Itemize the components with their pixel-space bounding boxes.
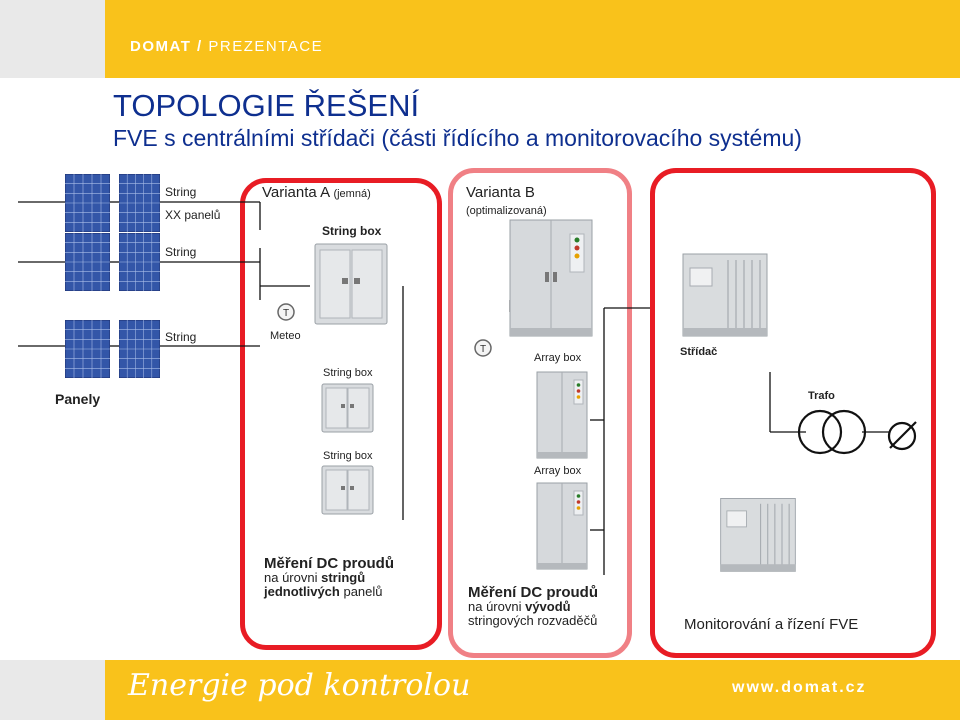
brand-section: PREZENTACE: [208, 38, 324, 55]
string-box-icon: [321, 383, 374, 433]
grid-meter-icon: [887, 421, 917, 451]
xx-panels-label: XX panelů: [165, 208, 221, 222]
solar-panel-icon: [65, 174, 110, 232]
variant-a-note: (jemná): [333, 188, 371, 200]
variant-a-frame: [240, 178, 442, 650]
caption-title: Měření DC proudů: [468, 584, 598, 601]
string-box-icon: [314, 243, 388, 325]
inverter-label: Střídač: [680, 346, 718, 358]
inverter-icon: [682, 253, 768, 337]
brand-name: DOMAT: [130, 38, 192, 55]
solar-panel-icon: [65, 233, 110, 291]
caption-emphasis: vývodů: [525, 599, 571, 614]
caption-emphasis: jednotlivých: [264, 584, 340, 599]
variant-b-label: Varianta B: [466, 184, 535, 201]
variant-b-frame: [448, 168, 632, 658]
array-box-cabinet-icon: [509, 219, 593, 337]
monitoring-frame: [650, 168, 936, 658]
solar-panel-icon: [119, 320, 160, 378]
caption-text: na úrovni: [468, 599, 526, 614]
header-brand: DOMAT / PREZENTACE: [130, 38, 323, 55]
solar-panel-icon: [119, 174, 160, 232]
temperature-symbol: T: [480, 344, 486, 355]
caption-text: panelů: [339, 584, 383, 599]
variant-b-note: (optimalizovaná): [466, 205, 547, 217]
string-label: String: [165, 245, 197, 259]
monitoring-caption: Monitorování a řízení FVE: [684, 616, 859, 633]
temperature-sensor-icon: T: [277, 303, 295, 321]
string-box-label: String box: [323, 367, 373, 379]
variant-b-caption: Měření DC proudů na úrovni vývodů string…: [468, 584, 598, 628]
array-box-cabinet-icon: [536, 371, 588, 459]
inverter-icon: [720, 498, 796, 572]
page-title: TOPOLOGIE ŘEŠENÍ: [113, 88, 420, 123]
panels-label: Panely: [55, 391, 101, 407]
string-box-label: String box: [322, 224, 382, 238]
footer-url[interactable]: www.domat.cz: [732, 679, 867, 696]
caption-text: na úrovni: [264, 570, 322, 585]
header-bar: [105, 0, 960, 78]
string-box-icon: [321, 465, 374, 515]
array-box-cabinet-icon: [536, 482, 588, 570]
array-box-label: Array box: [534, 352, 582, 364]
page-subtitle: FVE s centrálními střídači (části řídící…: [113, 125, 802, 151]
string-label: String: [165, 185, 197, 199]
solar-panel-icon: [65, 320, 110, 378]
footer-slogan: Energie pod kontrolou: [128, 668, 471, 703]
caption-title: Měření DC proudů: [264, 555, 394, 572]
footer-side-block: [0, 660, 105, 720]
string-label: String: [165, 330, 197, 344]
brand-separator: /: [191, 38, 209, 55]
variant-a-caption: Měření DC proudů na úrovni stringů jedno…: [264, 555, 394, 599]
array-box-label: Array box: [534, 465, 582, 477]
solar-panel-icon: [119, 233, 160, 291]
string-box-label: String box: [323, 450, 373, 462]
caption-emphasis: stringů: [321, 570, 366, 585]
footer-bar: [105, 660, 960, 720]
variant-a-label: Varianta A: [262, 184, 330, 201]
variant-a-heading: Varianta A (jemná): [262, 184, 371, 201]
transformer-label: Trafo: [808, 390, 835, 402]
temperature-sensor-icon: T: [474, 339, 492, 357]
meteo-label: Meteo: [270, 330, 301, 342]
transformer-icon: [797, 409, 867, 455]
temperature-symbol: T: [283, 308, 289, 319]
header-side-block: [0, 0, 105, 78]
caption-text: stringových rozvaděčů: [468, 613, 598, 628]
